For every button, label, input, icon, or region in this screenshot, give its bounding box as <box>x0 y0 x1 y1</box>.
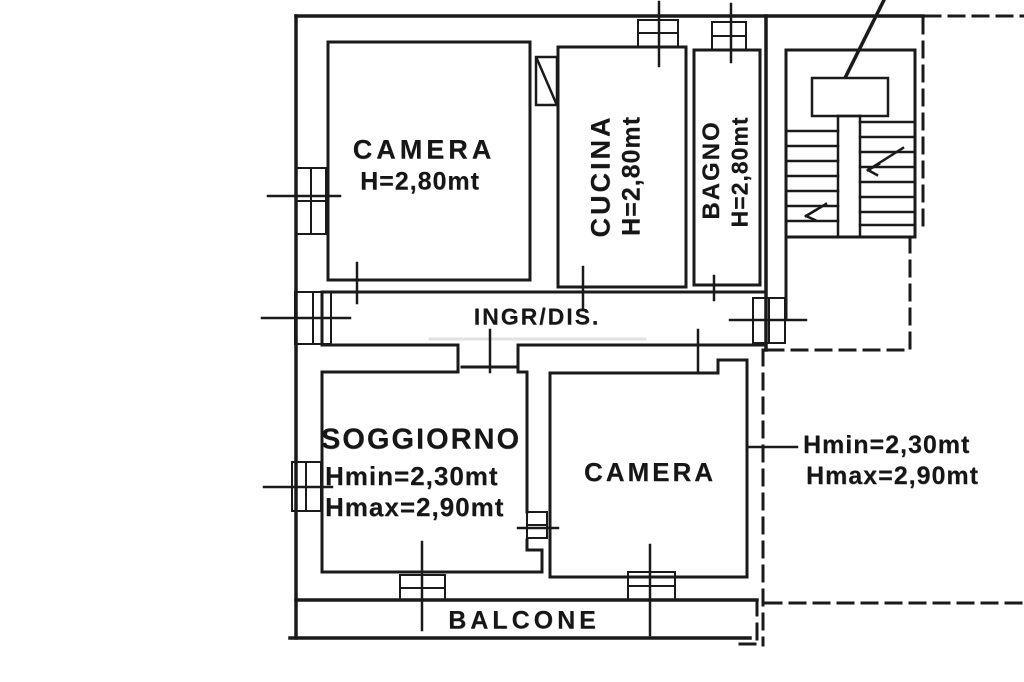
room-height-min-soggiorno: Hmin=2,30mt <box>325 461 499 491</box>
window-top-cucina <box>637 0 679 68</box>
balcony-door-left <box>399 540 446 632</box>
window-left-camera <box>266 167 342 235</box>
door-soggiorno-camera <box>516 511 560 539</box>
annotation-height-min: Hmin=2,30mt <box>803 431 971 459</box>
room-label-soggiorno: SOGGIORNO <box>320 423 522 456</box>
window-top-bagno <box>711 2 747 64</box>
room-label-camera-top: CAMERA <box>352 134 496 165</box>
duct-shaft <box>534 55 559 107</box>
room-label-cucina: CUCINA <box>585 114 616 238</box>
room-cucina-walls <box>556 45 688 289</box>
stair-leader-line <box>843 0 886 79</box>
window-left-soggiorno <box>262 461 334 512</box>
room-camera-top-walls <box>326 40 532 282</box>
room-height-cucina: H=2,80mt <box>617 116 646 236</box>
dashed-boundary <box>738 14 1024 647</box>
entrance-door <box>728 297 808 344</box>
exterior-walls <box>288 14 925 640</box>
annotation-height-max: Hmax=2,90mt <box>806 462 979 490</box>
room-label-camera-bottom: CAMERA <box>583 457 717 487</box>
room-height-max-soggiorno: Hmax=2,90mt <box>325 492 505 522</box>
window-left-corridor <box>260 291 352 345</box>
room-height-camera-top: H=2,80mt <box>360 167 480 196</box>
door-ticks <box>355 261 716 374</box>
room-label-ingresso: INGR/DIS. <box>473 303 601 330</box>
room-label-bagno: BAGNO <box>698 120 725 220</box>
balcony-door-right <box>627 543 676 637</box>
room-label-balcone: BALCONE <box>448 606 600 635</box>
staircase <box>784 48 917 320</box>
room-camera-bottom-walls <box>548 358 749 579</box>
room-height-bagno: H=2,80mt <box>726 116 753 228</box>
stair-direction-arrows <box>804 146 905 222</box>
